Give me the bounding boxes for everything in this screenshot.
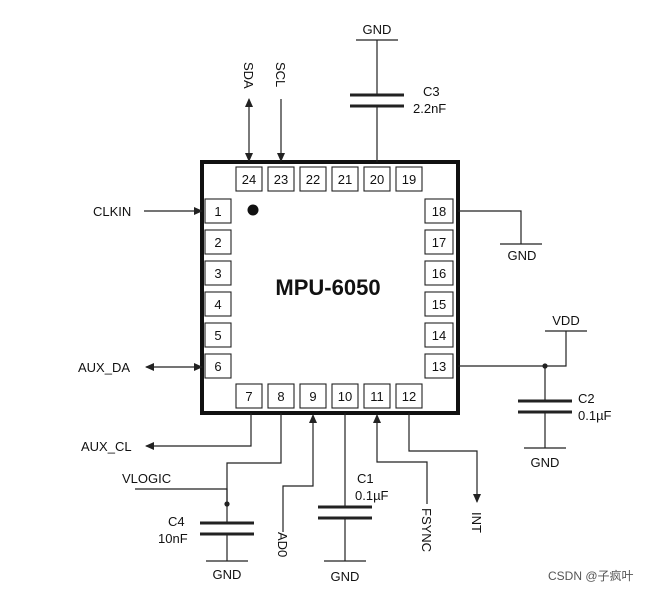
pin-22: 22 (306, 172, 320, 187)
c4-name: C4 (168, 514, 185, 529)
pin-11: 11 (370, 389, 384, 404)
pin-12: 12 (402, 389, 416, 404)
c4-capacitor (200, 504, 254, 562)
pin-21: 21 (338, 172, 352, 187)
pin-24: 24 (242, 172, 256, 187)
sda-label: SDA (241, 62, 256, 89)
c2-name: C2 (578, 391, 595, 406)
c4-value: 10nF (158, 531, 188, 546)
c1-capacitor (318, 413, 372, 562)
pin18-gnd-wire (458, 210, 542, 245)
clkin-label: CLKIN (93, 204, 131, 219)
c3-value: 2.2nF (413, 101, 446, 116)
pin-7: 7 (245, 389, 252, 404)
ad0-wire (282, 414, 317, 532)
c2-capacitor (518, 366, 572, 449)
vdd-label: VDD (552, 313, 579, 328)
gnd-c4-label: GND (213, 567, 242, 582)
pin-15: 15 (432, 297, 446, 312)
pin-17: 17 (432, 235, 446, 250)
vlogic-wire (135, 413, 282, 507)
pin-10: 10 (338, 389, 352, 404)
left-pins: 1 2 3 4 5 6 (204, 198, 232, 379)
pin-23: 23 (274, 172, 288, 187)
fsync-label: FSYNC (419, 508, 434, 552)
watermark: CSDN @子疯叶 (548, 568, 634, 583)
top-pins: 24 23 22 21 20 19 (235, 166, 423, 192)
pin-13: 13 (432, 359, 446, 374)
fsync-wire (373, 414, 428, 504)
c2-value: 0.1µF (578, 408, 612, 423)
pin-4: 4 (214, 297, 221, 312)
pin-5: 5 (214, 328, 221, 343)
int-label: INT (469, 512, 484, 533)
pin-18: 18 (432, 204, 446, 219)
bottom-pins: 7 8 9 10 11 12 (235, 383, 423, 409)
gnd-c1-label: GND (331, 569, 360, 584)
aux-da-label: AUX_DA (78, 360, 130, 375)
pin-2: 2 (214, 235, 221, 250)
c3-capacitor (350, 39, 404, 162)
aux-cl-label: AUX_CL (81, 439, 132, 454)
pin-9: 9 (309, 389, 316, 404)
chip-title: MPU-6050 (275, 275, 380, 300)
pin-14: 14 (432, 328, 446, 343)
pin-3: 3 (214, 266, 221, 281)
c1-name: C1 (357, 471, 374, 486)
pin-1: 1 (214, 204, 221, 219)
pin-19: 19 (402, 172, 416, 187)
pin-6: 6 (214, 359, 221, 374)
pin-16: 16 (432, 266, 446, 281)
pin-8: 8 (277, 389, 284, 404)
vdd-wire (458, 330, 587, 369)
ad0-label: AD0 (275, 532, 290, 557)
gnd-c2-label: GND (531, 455, 560, 470)
int-wire (408, 413, 481, 503)
scl-label: SCL (273, 62, 288, 87)
c3-name: C3 (423, 84, 440, 99)
aux-cl-wire (145, 413, 252, 450)
gnd-top-label: GND (363, 22, 392, 37)
pin-20: 20 (370, 172, 384, 187)
gnd-pin18-label: GND (508, 248, 537, 263)
chip-body (200, 160, 460, 415)
vlogic-label: VLOGIC (122, 471, 171, 486)
right-pins: 18 17 16 15 14 13 (424, 198, 454, 379)
pin1-indicator-dot (247, 204, 259, 216)
c1-value: 0.1µF (355, 488, 389, 503)
